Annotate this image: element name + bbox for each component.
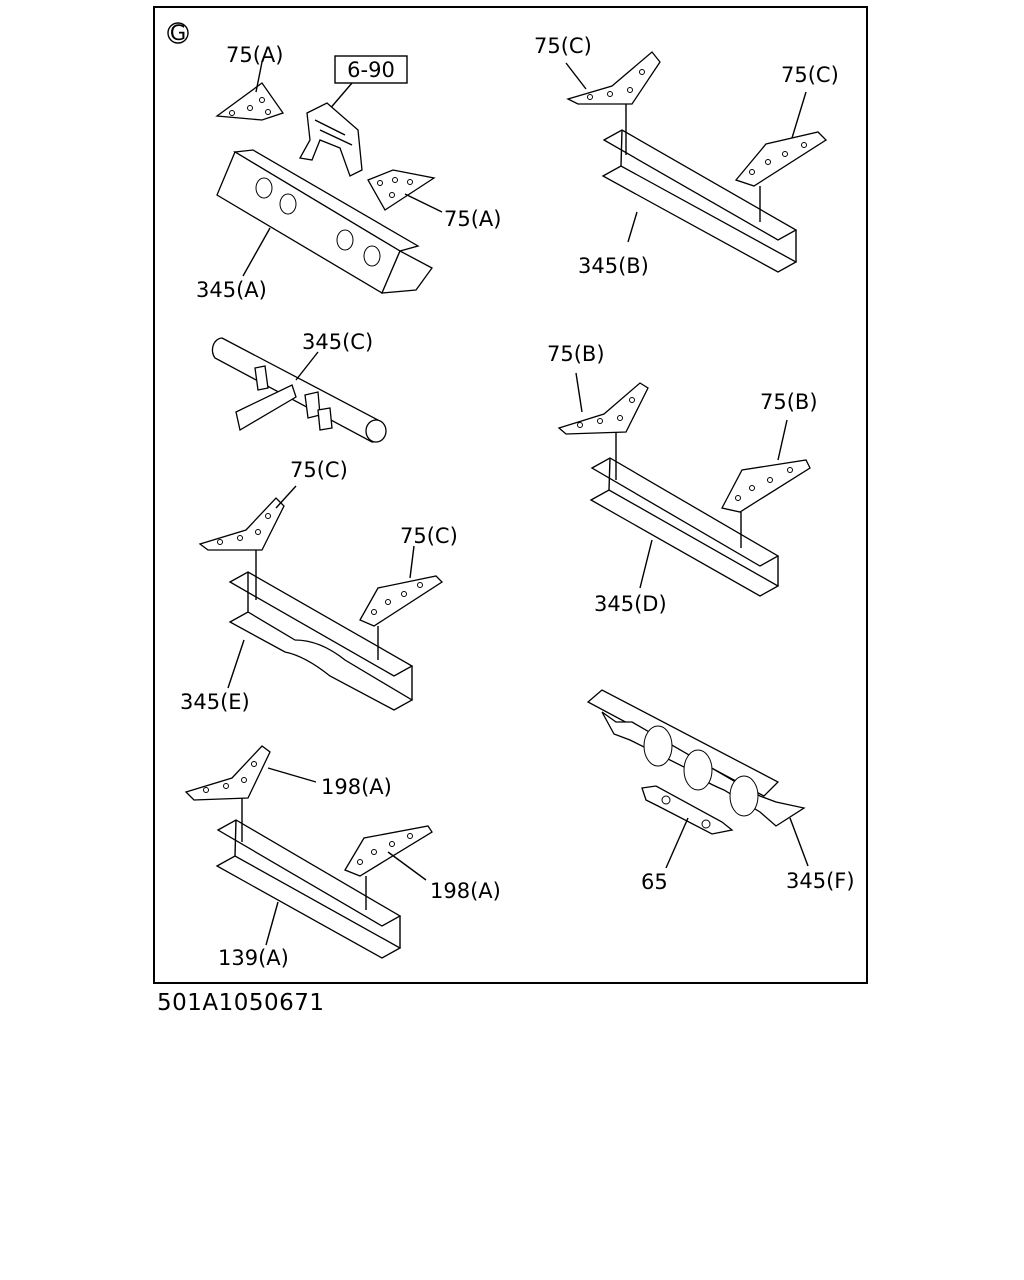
callout-75a-right: 75(A) xyxy=(444,207,501,231)
plate-75c-left-e xyxy=(198,497,285,551)
drawing-code: 501A1050671 xyxy=(157,990,325,1016)
callout-75a-top: 75(A) xyxy=(226,43,283,67)
callout-345f: 345(F) xyxy=(786,869,855,893)
plate-75c-right-e xyxy=(359,575,444,627)
plate-75c-left xyxy=(566,51,661,105)
plate-198a-left xyxy=(184,745,271,801)
callout-198a-right: 198(A) xyxy=(430,879,501,903)
member-345f xyxy=(586,689,806,827)
plate-75a-top xyxy=(215,82,285,121)
group-345f xyxy=(586,689,809,869)
callout-345b: 345(B) xyxy=(578,254,649,278)
callout-65: 65 xyxy=(641,870,668,894)
reference-box-6-90[interactable]: 6-90 xyxy=(334,55,408,84)
section-marker-letter: G xyxy=(170,21,186,45)
callout-75c-right: 75(C) xyxy=(781,63,839,87)
callout-345c: 345(C) xyxy=(302,330,373,354)
section-marker: G xyxy=(167,21,189,45)
member-345d xyxy=(589,432,780,597)
callout-75c-right-e: 75(C) xyxy=(400,524,458,548)
group-139a xyxy=(184,745,433,959)
member-345a xyxy=(216,149,433,294)
callout-139a: 139(A) xyxy=(218,946,289,970)
plate-75c-right xyxy=(734,131,828,187)
diagram-frame xyxy=(153,6,868,984)
callout-75c-left: 75(C) xyxy=(534,34,592,58)
callout-198a-left: 198(A) xyxy=(321,775,392,799)
member-139a xyxy=(215,798,402,959)
member-345e xyxy=(228,550,414,711)
group-345e xyxy=(198,485,444,711)
callout-labels: 75(A) 75(A) 345(A) 75(C) 75(C) 345(B) 34… xyxy=(180,34,855,970)
member-345b xyxy=(601,104,798,273)
plate-75a-right xyxy=(367,169,436,211)
group-345a: 6-90 xyxy=(215,55,443,294)
bracket-assembly xyxy=(298,102,363,177)
member-345c-tube xyxy=(211,337,387,443)
bracket-65 xyxy=(641,785,734,835)
callout-75b-left: 75(B) xyxy=(547,342,605,366)
callout-345e: 345(E) xyxy=(180,690,250,714)
callout-345d: 345(D) xyxy=(594,592,667,616)
group-345c xyxy=(211,337,387,443)
plate-198a-right xyxy=(344,825,433,877)
callout-345a: 345(A) xyxy=(196,278,267,302)
group-345d xyxy=(557,372,811,597)
plate-75b-left xyxy=(557,382,649,435)
callout-75c-left-e: 75(C) xyxy=(290,458,348,482)
plate-75b-right xyxy=(721,459,811,513)
callout-75b-right: 75(B) xyxy=(760,390,818,414)
reference-box-label: 6-90 xyxy=(347,58,395,82)
group-345b xyxy=(565,51,828,273)
